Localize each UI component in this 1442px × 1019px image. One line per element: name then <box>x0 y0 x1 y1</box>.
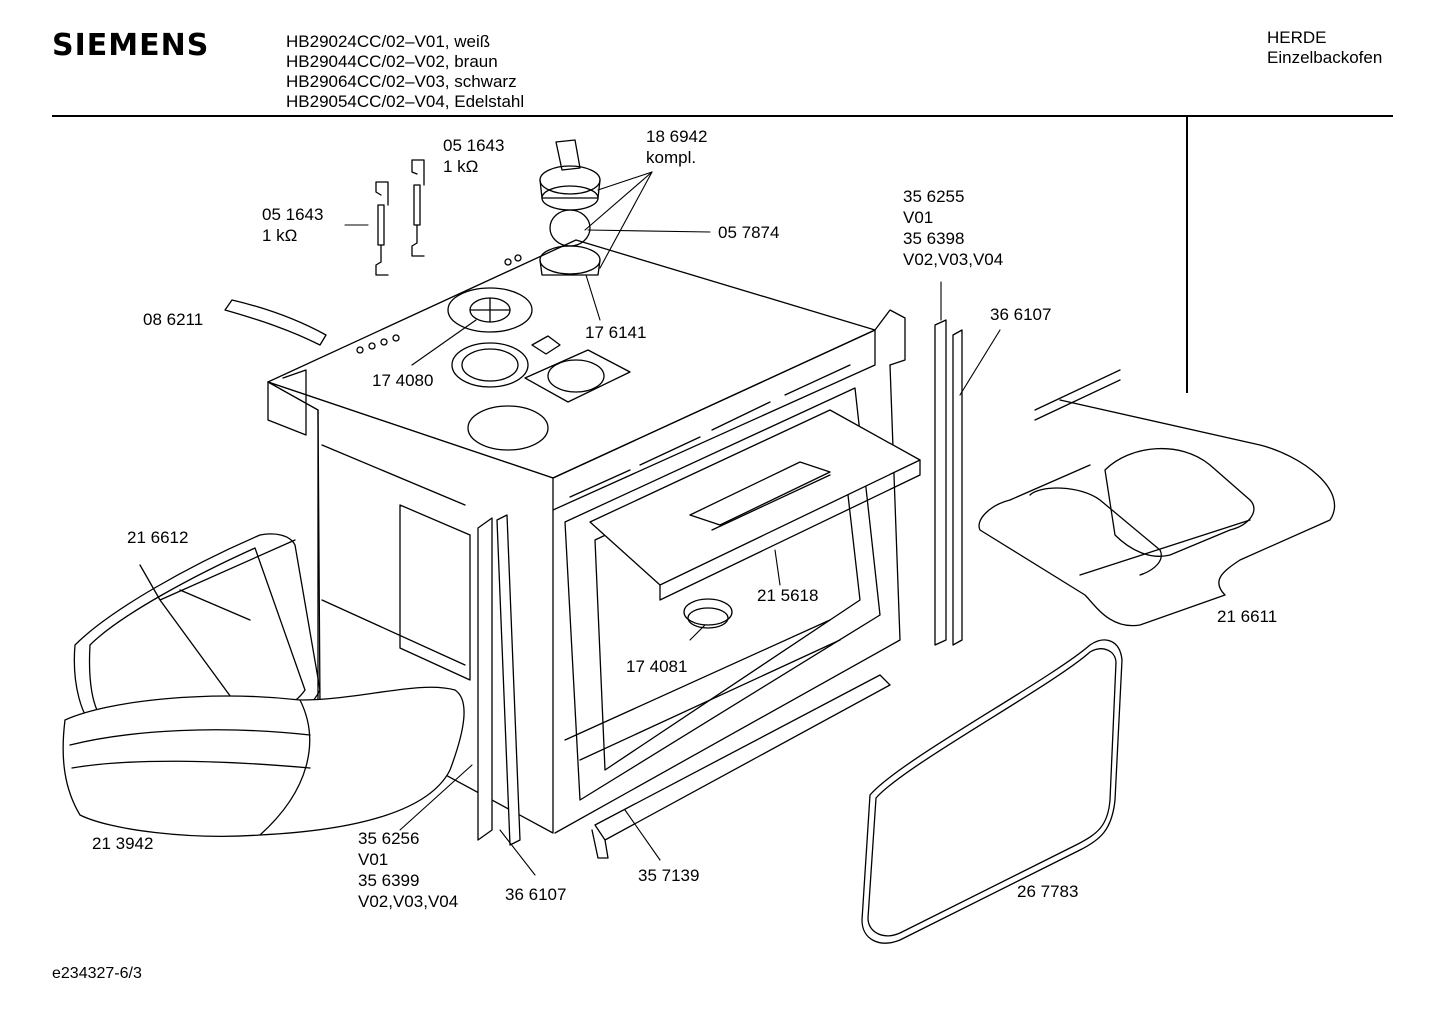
door-gasket-inner-shape <box>868 649 1116 936</box>
model-line: HB29024CC/02–V01, weiß <box>286 32 491 51</box>
category-line: Einzelbackofen <box>1267 48 1383 67</box>
model-line: HB29064CC/02–V03, schwarz <box>286 72 517 91</box>
part-label-176141: 17 6141 <box>585 323 647 342</box>
model-line: HB29044CC/02–V02, braun <box>286 52 498 71</box>
category-line: HERDE <box>1267 28 1327 47</box>
door-seal-shape <box>63 687 464 836</box>
hose-shape <box>225 300 326 345</box>
part-label-357139: 35 7139 <box>638 866 700 885</box>
model-line: HB29054CC/02–V04, Edelstahl <box>286 92 525 111</box>
part-label-057874: 05 7874 <box>718 223 780 242</box>
part-label-213942: 21 3942 <box>92 834 154 853</box>
part-label-267783: 26 7783 <box>1017 882 1079 901</box>
part-label-366107-bottom: 36 6107 <box>505 885 567 904</box>
model-list: HB29024CC/02–V01, weiß HB29044CC/02–V02,… <box>286 32 524 112</box>
part-label-086211: 08 6211 <box>143 310 204 329</box>
leader-lines <box>345 172 1000 875</box>
grill-element-shape <box>979 370 1335 626</box>
door-gasket-shape <box>862 640 1122 943</box>
lamp-socket-inner <box>688 608 728 628</box>
document-id: e234327-6/3 <box>52 965 142 982</box>
part-label-186942: 18 6942 kompl. <box>646 127 708 167</box>
part-label-366107-right: 36 6107 <box>990 305 1052 324</box>
resistor-shapes <box>376 160 424 275</box>
header-rule <box>52 115 1393 117</box>
part-label-356256: 35 6256 V01 35 6399 V02,V03,V04 <box>358 829 459 911</box>
part-label-051643-left: 05 1643 1 kΩ <box>262 205 324 245</box>
side-rail-shapes <box>478 320 962 845</box>
part-label-174080: 17 4080 <box>372 371 434 390</box>
part-label-216612: 21 6612 <box>127 528 189 547</box>
part-label-215618: 21 5618 <box>757 586 819 605</box>
part-label-051643-top: 05 1643 1 kΩ <box>443 136 505 176</box>
vertical-rule <box>1186 117 1188 393</box>
thermostat-switch-shape <box>540 140 600 275</box>
bottom-rail-shape <box>592 675 890 858</box>
part-label-216611: 21 6611 <box>1217 607 1278 626</box>
cavity-roof-plate <box>590 410 920 600</box>
part-label-174081: 17 4081 <box>626 657 688 676</box>
brand-logo: SIEMENS <box>52 28 210 63</box>
part-label-356255: 35 6255 V01 35 6398 V02,V03,V04 <box>903 187 1004 269</box>
lamp-socket-shape <box>684 599 732 625</box>
category: HERDE Einzelbackofen <box>1267 28 1382 68</box>
